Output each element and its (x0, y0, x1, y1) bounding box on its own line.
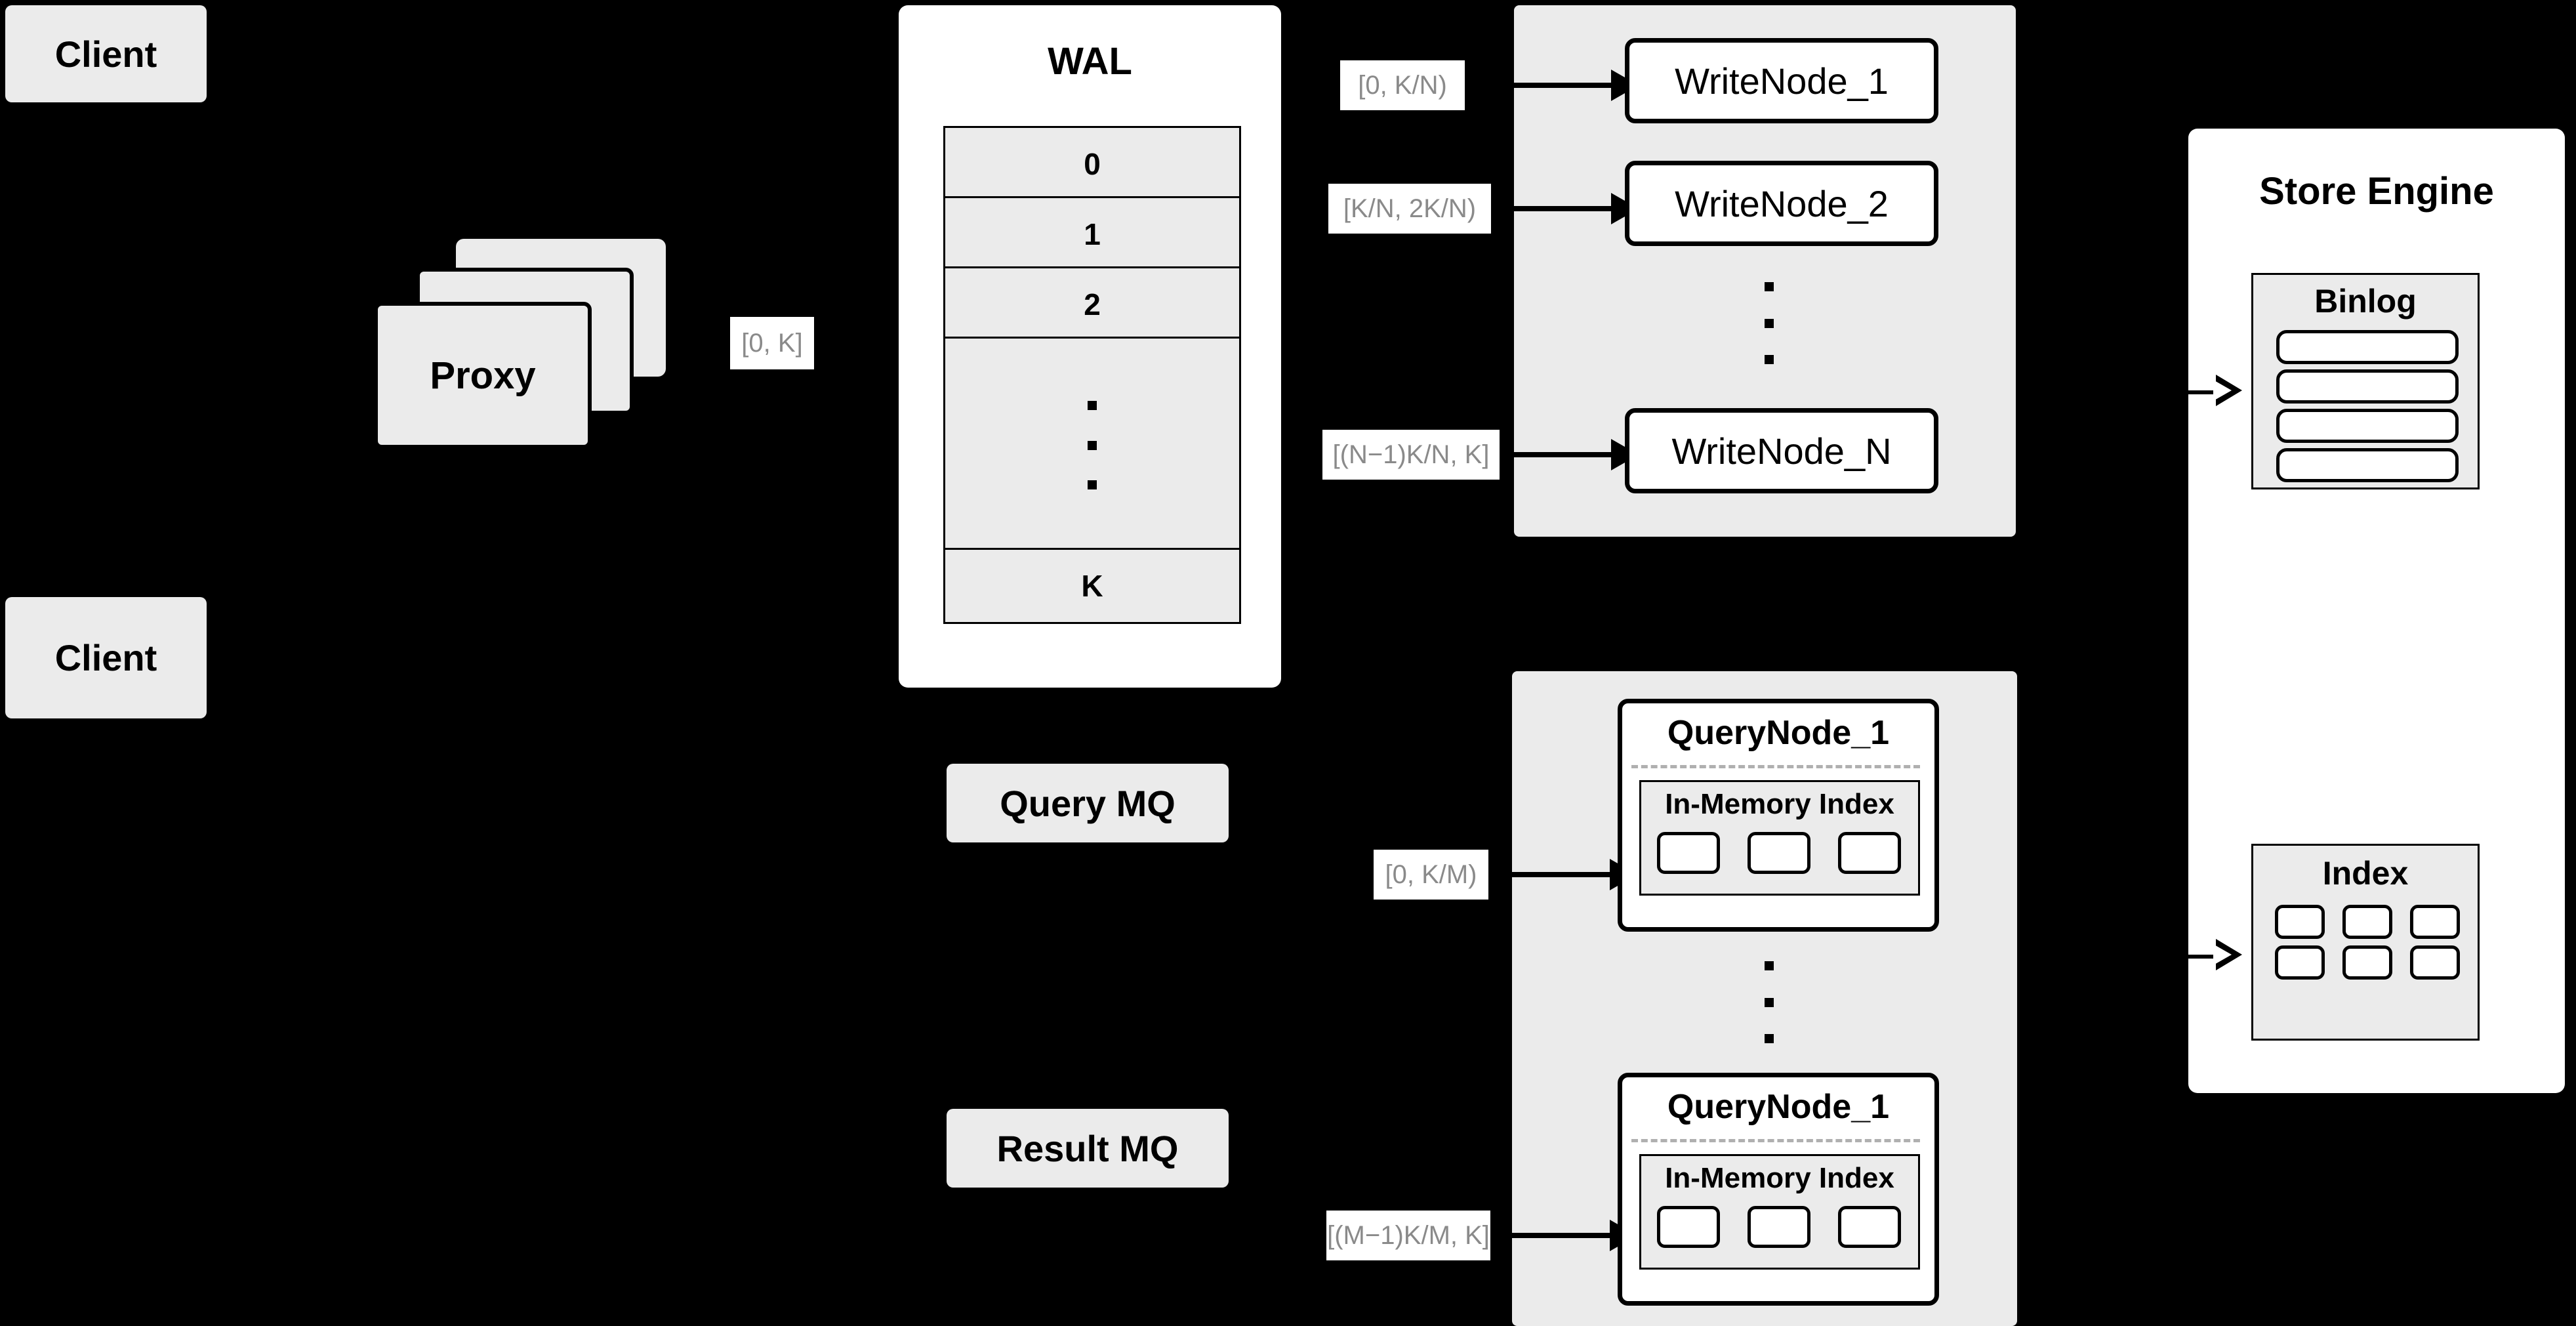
proxy-card-front[interactable]: Proxy (374, 302, 592, 449)
result-mq-label: Result MQ (996, 1127, 1179, 1169)
query-node-1-divider (1631, 765, 1920, 768)
range-label-query-node-m: [(M−1)K/M, K] (1326, 1211, 1490, 1260)
query-node-1-index-chip-3 (1838, 832, 1901, 874)
write-node-n[interactable]: WriteNode_N (1625, 408, 1938, 493)
wal-row-2: 2 (943, 266, 1241, 342)
write-node-n-label: WriteNode_N (1671, 430, 1892, 472)
binlog-row-3 (2276, 409, 2459, 443)
arrow-line-index-in (2186, 955, 2217, 959)
query-node-m-divider (1631, 1139, 1920, 1142)
store-engine-container: Store Engine Binlog Index (2188, 129, 2565, 1093)
binlog-row-4 (2276, 448, 2459, 482)
arrow-line-binlog-in (2186, 390, 2217, 394)
query-mq-label: Query MQ (1000, 782, 1176, 824)
arrow-line-write-node-n (1500, 452, 1611, 457)
write-node-vertical-ellipsis-icon (1765, 282, 1774, 364)
arrow-line-write-node-1 (1500, 83, 1611, 88)
client-label-2: Client (54, 637, 157, 678)
index-box: Index (2251, 844, 2480, 1041)
index-chip-r1c1 (2275, 905, 2325, 939)
query-node-m[interactable]: QueryNode_1 In-Memory Index (1618, 1073, 1939, 1306)
range-label-write-node-2: [K/N, 2K/N) (1328, 184, 1491, 234)
index-chip-r1c2 (2342, 905, 2392, 939)
range-label-write-node-n: [(N−1)K/N, K] (1322, 430, 1500, 480)
binlog-row-1 (2276, 330, 2459, 364)
arrow-head-binlog-in (2213, 375, 2242, 406)
range-label-write-node-1: [0, K/N) (1340, 60, 1465, 110)
query-node-1-index-chip-1 (1657, 832, 1720, 874)
index-chip-r1c3 (2410, 905, 2460, 939)
write-node-2-label: WriteNode_2 (1675, 182, 1889, 224)
write-node-1-label: WriteNode_1 (1675, 60, 1889, 102)
index-chip-r2c3 (2410, 945, 2460, 980)
query-mq-box[interactable]: Query MQ (947, 764, 1229, 842)
binlog-row-2 (2276, 369, 2459, 404)
wal-row-list: 0 1 2 K (943, 126, 1241, 638)
wal-row-1: 1 (943, 196, 1241, 272)
client-box-1[interactable]: Client (5, 5, 207, 102)
query-node-m-index-title: In-Memory Index (1665, 1162, 1894, 1194)
store-engine-title: Store Engine (2259, 169, 2494, 213)
index-title: Index (2322, 855, 2409, 892)
index-chip-r2c2 (2342, 945, 2392, 980)
query-node-1[interactable]: QueryNode_1 In-Memory Index (1618, 699, 1939, 932)
client-label-1: Client (54, 33, 157, 75)
wal-row-ellipsis (943, 337, 1241, 554)
query-node-m-index-chip-3 (1838, 1206, 1901, 1248)
wal-row-k: K (943, 548, 1241, 624)
arrow-line-write-node-2 (1500, 206, 1611, 211)
range-label-proxy-to-wal: [0, K] (730, 317, 814, 369)
write-node-1[interactable]: WriteNode_1 (1625, 38, 1938, 123)
arrow-line-query-node-1 (1498, 872, 1610, 877)
binlog-box: Binlog (2251, 273, 2480, 489)
query-node-1-index-chip-2 (1748, 832, 1810, 874)
query-node-vertical-ellipsis-icon (1765, 961, 1774, 1043)
index-chip-r2c1 (2275, 945, 2325, 980)
query-node-m-label: QueryNode_1 (1667, 1088, 1890, 1126)
wal-container: WAL 0 1 2 K (899, 5, 1281, 688)
proxy-stack[interactable]: Proxy (374, 210, 689, 449)
query-node-1-label: QueryNode_1 (1667, 714, 1890, 752)
wal-row-0: 0 (943, 126, 1241, 202)
query-node-m-in-memory-index: In-Memory Index (1639, 1154, 1920, 1270)
query-node-m-index-chip-2 (1748, 1206, 1810, 1248)
arrow-head-index-in (2213, 939, 2242, 970)
write-node-2[interactable]: WriteNode_2 (1625, 161, 1938, 246)
binlog-title: Binlog (2314, 283, 2417, 320)
proxy-label: Proxy (430, 354, 536, 397)
wal-title: WAL (1048, 39, 1132, 83)
client-box-2[interactable]: Client (5, 597, 207, 718)
query-node-1-index-title: In-Memory Index (1665, 788, 1894, 820)
query-node-1-in-memory-index: In-Memory Index (1639, 780, 1920, 896)
arrow-line-query-node-m (1498, 1233, 1610, 1238)
vertical-ellipsis-icon (1088, 401, 1097, 489)
result-mq-box[interactable]: Result MQ (947, 1109, 1229, 1188)
range-label-query-node-1: [0, K/M) (1374, 850, 1488, 900)
query-node-m-index-chip-1 (1657, 1206, 1720, 1248)
